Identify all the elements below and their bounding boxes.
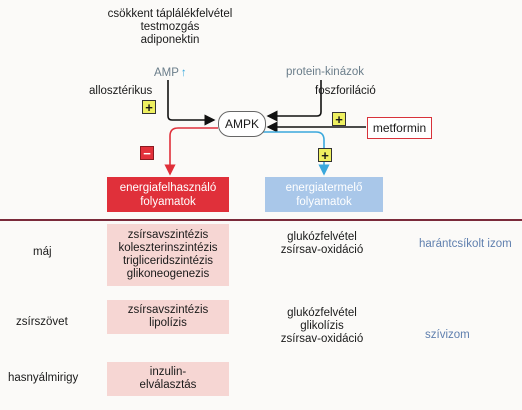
ampk-node: AMPK [218, 111, 266, 137]
energy-production-box: energiatermelő folyamatok [265, 177, 383, 212]
list-item: inzulin- [149, 366, 187, 378]
ampk-to-energy-use-arrow [164, 127, 218, 176]
input-reduced-food-intake: csökkent táplálékfelvétel [107, 8, 233, 20]
amp-to-ampk-arrow [167, 80, 216, 126]
list-item: glikoneogenezis [126, 268, 210, 280]
energy-production-line1: energiatermelő [285, 181, 363, 194]
list-item: trigliceridszintézis [122, 255, 214, 267]
plus-sign: + [318, 148, 332, 162]
list-item: zsírsav-oxidáció [280, 333, 364, 345]
plus-sign: + [332, 112, 346, 126]
organ-adipose: zsírszövet [16, 316, 68, 328]
amp-label: AMP↑ [154, 67, 187, 80]
amp-text: AMP [154, 67, 179, 79]
section-divider [0, 219, 522, 221]
arrow-up-icon: ↑ [180, 67, 187, 79]
skeletal-muscle-label: harántcsíkolt izom [419, 238, 512, 250]
plus-sign: + [142, 100, 156, 114]
list-item: zsírsavszintézis [127, 304, 209, 316]
list-item: glikolízis [300, 320, 344, 332]
pathway-arrows [164, 80, 366, 176]
metformin-box: metformin [367, 117, 432, 139]
phosphorylation-label: foszforiláció [315, 85, 376, 97]
energy-use-box: energiafelhasználó folyamatok [107, 177, 229, 212]
top-inputs: csökkent táplálékfelvétel testmozgás adi… [95, 8, 245, 47]
input-adiponectin: adiponektin [140, 34, 200, 46]
list-item: zsírsav-oxidáció [280, 244, 364, 256]
list-item: lipolízis [149, 317, 187, 329]
list-item: glukózfelvétel [287, 307, 357, 319]
liver-inhibited-box: zsírsavszintézis koleszterinszintézis tr… [107, 224, 229, 286]
input-exercise: testmozgás [140, 21, 200, 33]
list-item: elválasztás [139, 379, 197, 391]
adipose-inhibited-box: zsírsavszintézis lipolízis [107, 300, 229, 334]
energy-use-line2: folyamatok [140, 195, 196, 208]
ampk-to-energy-production-arrow [262, 131, 330, 176]
list-item: koleszterinszintézis [118, 242, 218, 254]
heart-muscle-label: szívizom [425, 329, 470, 341]
list-item: zsírsavszintézis [127, 229, 209, 241]
adipose-activated: glukózfelvétel glikolízis zsírsav-oxidác… [262, 307, 382, 346]
minus-sign: − [140, 146, 154, 160]
kinase-to-ampk-arrow [266, 80, 322, 122]
organ-pancreas: hasnyálmirigy [8, 372, 79, 384]
organ-liver: máj [33, 246, 52, 258]
energy-production-line2: folyamatok [296, 195, 352, 208]
liver-activated: glukózfelvétel zsírsav-oxidáció [262, 231, 382, 257]
pancreas-inhibited-box: inzulin- elválasztás [107, 362, 229, 396]
energy-use-line1: energiafelhasználó [119, 181, 217, 194]
list-item: glukózfelvétel [287, 231, 357, 243]
allosteric-label: allosztérikus [89, 85, 153, 97]
protein-kinases-label: protein-kinázok [286, 66, 364, 78]
